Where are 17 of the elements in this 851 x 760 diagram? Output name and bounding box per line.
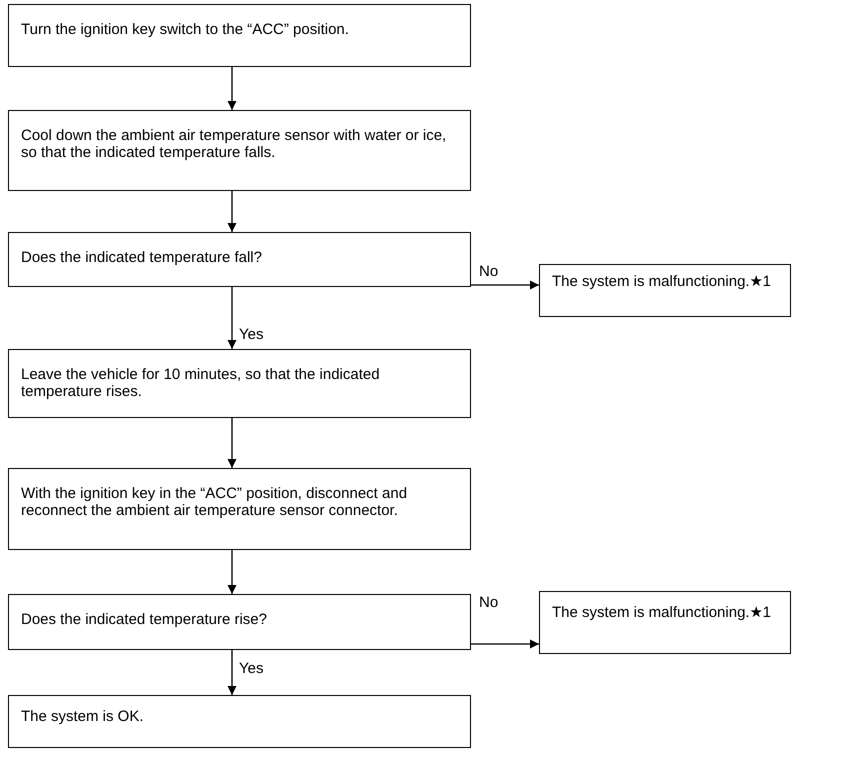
process-box: The system is OK. [8, 695, 471, 748]
arrow [471, 640, 539, 648]
arrow [228, 67, 236, 110]
arrow [228, 650, 236, 695]
process-box: With the ignition key in the “ACC” position, disconnect and reconnect the ambient air temperature sensor connector. [8, 468, 471, 550]
decision-box: Does the indicated temperature rise? [8, 594, 471, 650]
process-box: Leave the vehicle for 10 minutes, so that the indicated temperature rises. [8, 349, 471, 418]
process-box: Cool down the ambient air temperature sensor with water or ice, so that the indicated temperature falls. [8, 110, 471, 191]
process-box: Turn the ignition key switch to the “ACC” position. [8, 4, 471, 67]
arrow [228, 287, 236, 349]
process-box: The system is malfunctioning.★1 [539, 264, 791, 317]
arrow [471, 280, 539, 290]
arrow [228, 191, 236, 232]
arrow [228, 550, 236, 594]
process-box: The system is malfunctioning.★1 [539, 591, 791, 654]
arrow [228, 418, 236, 468]
decision-box: Does the indicated temperature fall? [8, 232, 471, 287]
